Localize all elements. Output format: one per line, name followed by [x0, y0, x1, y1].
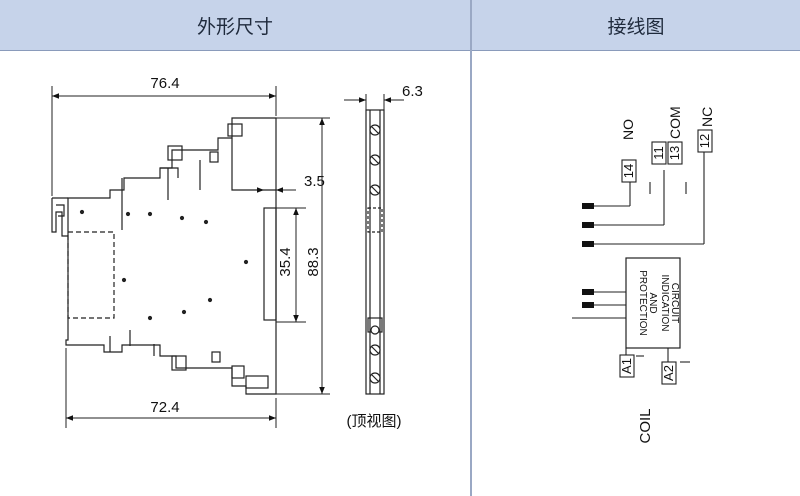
terminal-11: 11: [651, 146, 666, 160]
terminal-a2: A2: [661, 365, 676, 381]
label-no: NO: [620, 119, 636, 140]
dim-total-height-label: 88.3: [305, 247, 322, 276]
terminal-14: 14: [621, 164, 636, 178]
terminal-12: 12: [697, 134, 712, 148]
box-line-4: CIRCUIT: [669, 283, 680, 324]
terminal-boxes: [619, 129, 713, 385]
terminal-a1: A1: [619, 358, 634, 374]
top-view-label: (顶视图): [347, 413, 402, 430]
dim-inner-height: [276, 207, 306, 323]
protection-circuit-box: [625, 257, 681, 349]
top-view-screws: [369, 124, 381, 384]
wiring-header: 接线图: [472, 0, 800, 51]
box-line-1: PROTECTION: [637, 270, 648, 336]
dim-width-bottom-label: 72.4: [150, 399, 179, 416]
dim-width-top-label: 76.4: [150, 75, 179, 92]
dimensions-header: 外形尺寸: [0, 0, 470, 51]
dim-inner-height-label: 35.4: [277, 247, 294, 276]
label-nc: NC: [699, 107, 715, 127]
dim-thickness: [344, 94, 404, 110]
box-line-2: AND: [647, 292, 658, 313]
dim-thickness-label: 6.3: [402, 83, 423, 100]
label-com: COM: [667, 106, 683, 139]
terminal-13: 13: [667, 146, 682, 160]
relay-side-view: [51, 117, 277, 395]
dim-total-height: [276, 117, 330, 395]
panel-divider: [470, 0, 472, 496]
wire-ends: [582, 203, 594, 308]
coil-label: COIL: [637, 408, 654, 443]
dim-width-top: [51, 86, 277, 196]
relay-top-view: [365, 109, 385, 395]
wiring-lines: [572, 152, 705, 363]
dim-width-bottom: [65, 348, 277, 428]
box-line-3: INDICATION: [659, 274, 670, 331]
